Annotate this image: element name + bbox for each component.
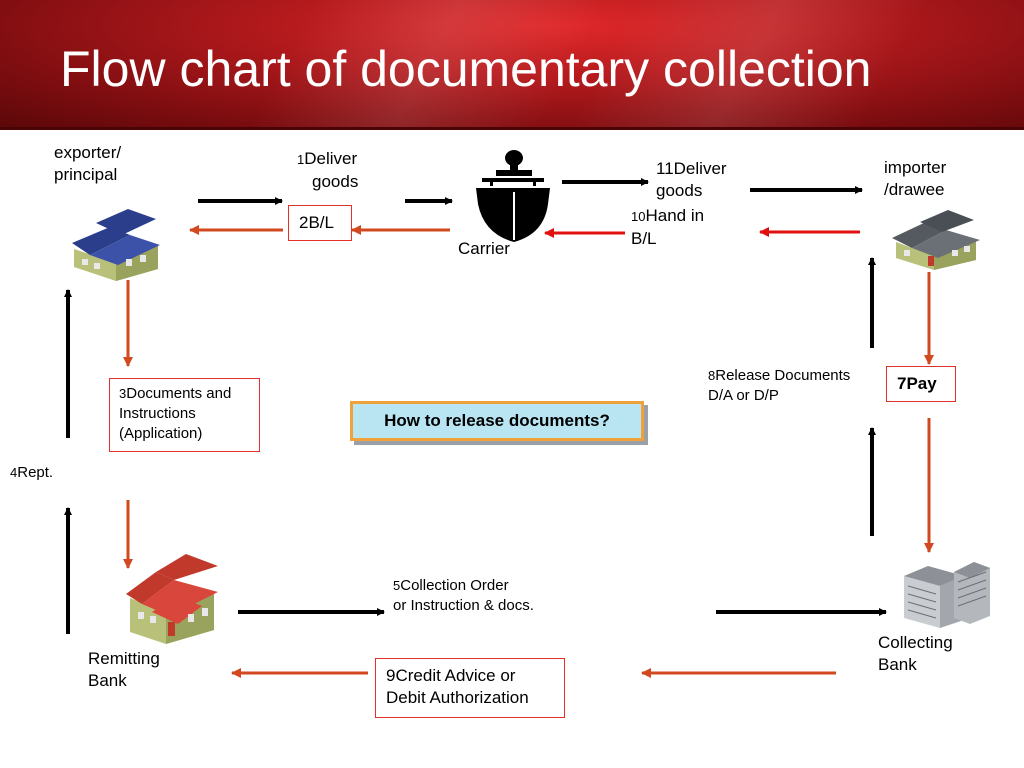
remitting-bank-house-icon xyxy=(126,554,218,644)
step-7-box: 7Pay xyxy=(886,366,956,402)
collecting-bank-label: Collecting Bank xyxy=(878,633,953,674)
step-1-label: 1Deliver goods xyxy=(297,149,359,191)
step-2-box: 2B/L xyxy=(288,205,352,241)
step-8-label: 8Release Documents D/A or D/P xyxy=(708,367,851,404)
step-3-box: 3Documents and Instructions (Application… xyxy=(109,378,260,452)
ship-icon xyxy=(476,150,550,242)
step-4-label: 4Rept. xyxy=(10,464,54,481)
importer-label: importer /drawee xyxy=(884,158,947,199)
slide-header: Flow chart of documentary collection xyxy=(0,0,1024,130)
step-11-label: 11Deliver goods xyxy=(656,159,727,200)
collecting-bank-building-icon xyxy=(904,562,990,628)
slide-title: Flow chart of documentary collection xyxy=(60,41,872,97)
exporter-label: exporter/ principal xyxy=(54,143,122,184)
remitting-bank-label: Remitting Bank xyxy=(88,649,160,690)
step-5-label: 5Collection Order or Instruction & docs. xyxy=(393,577,534,614)
step-10-label: 10Hand in B/L xyxy=(631,206,705,248)
carrier-label: Carrier xyxy=(458,239,510,258)
exporter-house-icon xyxy=(72,209,160,281)
how-to-release-documents-callout: How to release documents? xyxy=(350,401,644,441)
header-rule xyxy=(0,127,1024,130)
step-9-box: 9Credit Advice or Debit Authorization xyxy=(375,658,565,718)
importer-house-icon xyxy=(892,210,980,270)
